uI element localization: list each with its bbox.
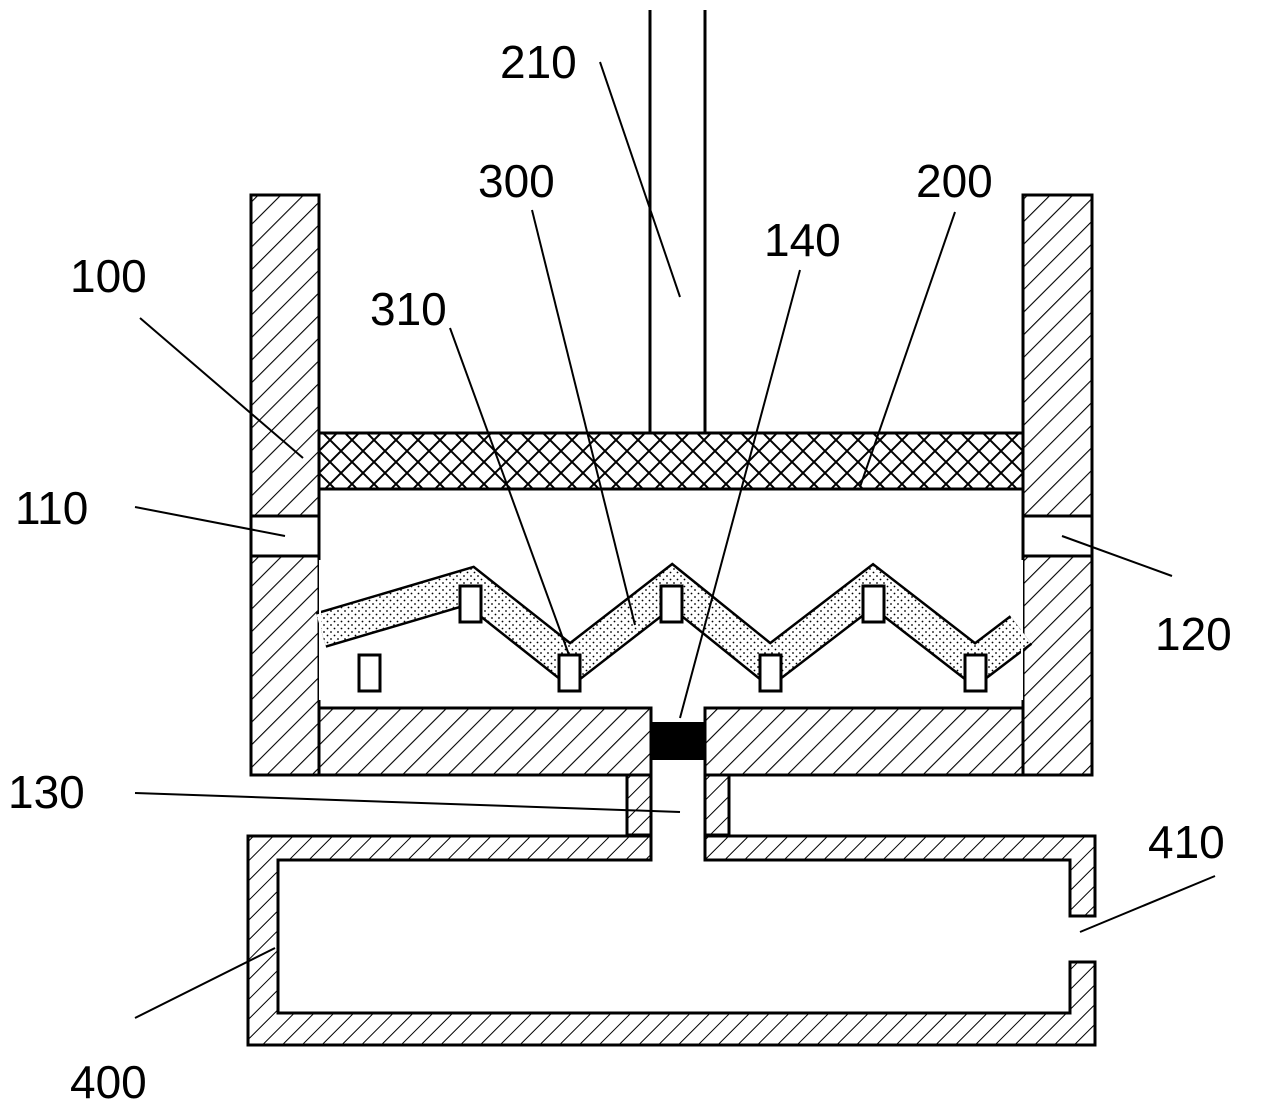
- label-400: 400: [70, 1056, 147, 1108]
- collection-box-400: [248, 836, 1095, 1045]
- left-wall-100: [251, 195, 319, 775]
- outlet-tube-130: [627, 775, 729, 835]
- label-210: 210: [500, 36, 577, 88]
- label-200: 200: [916, 155, 993, 207]
- piston-200: [319, 433, 1023, 489]
- label-110: 110: [15, 482, 88, 534]
- label-130: 130: [8, 766, 85, 818]
- label-140: 140: [764, 214, 841, 266]
- zigzag-filter-300: [319, 560, 1023, 700]
- label-100: 100: [70, 250, 147, 302]
- rod-210: [650, 10, 705, 433]
- label-300: 300: [478, 155, 555, 207]
- right-wall: [1023, 195, 1092, 775]
- valve-140: [651, 722, 705, 760]
- label-120: 120: [1155, 608, 1232, 660]
- label-410: 410: [1148, 816, 1225, 868]
- label-310: 310: [370, 283, 447, 335]
